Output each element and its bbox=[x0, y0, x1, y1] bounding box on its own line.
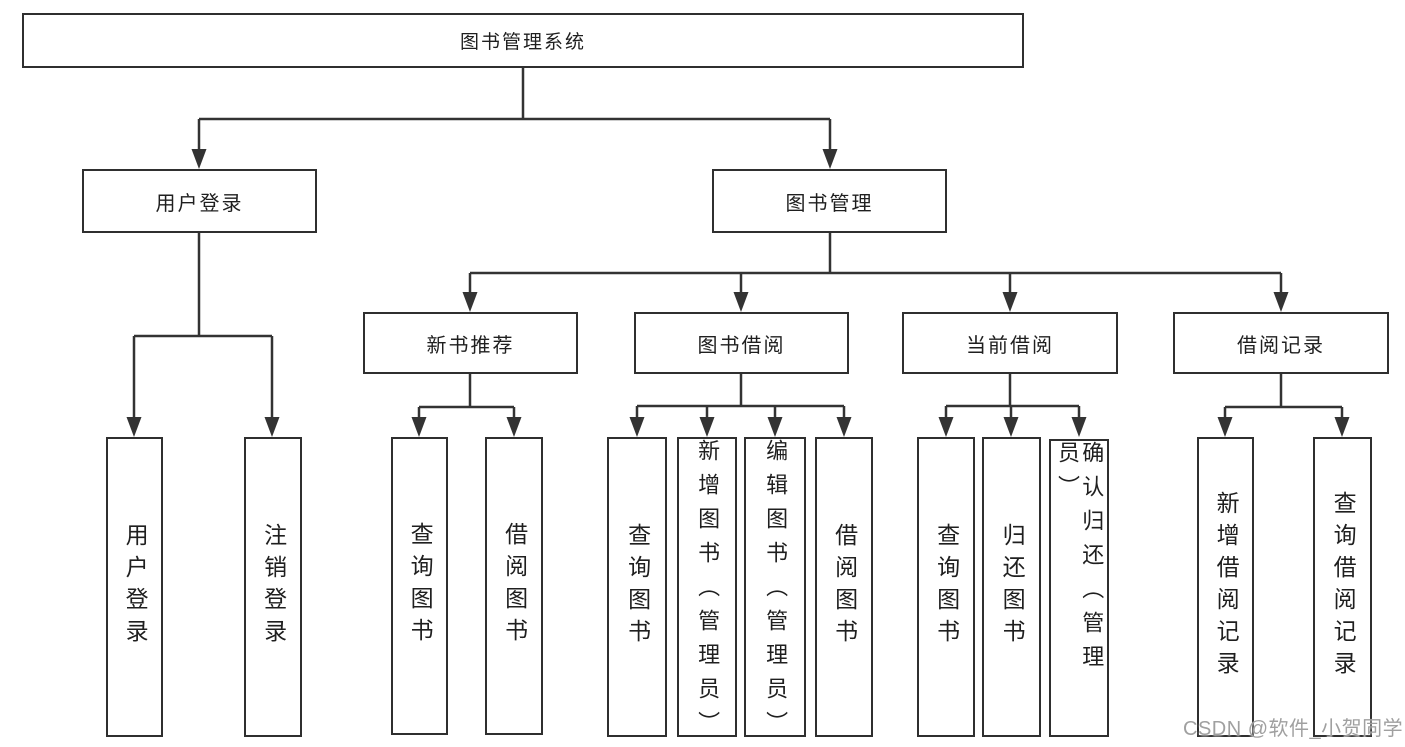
node-library-management-system: 图书管理系统 bbox=[22, 13, 1024, 68]
leaf-borrowing-borrow-books-label: 借阅图书 bbox=[831, 523, 858, 651]
leaf-records-query-borrow-record: 查询借阅记录 bbox=[1313, 437, 1372, 737]
leaf-newbook-query-books-label: 查询图书 bbox=[407, 522, 434, 650]
leaf-newbook-query-books: 查询图书 bbox=[391, 437, 448, 735]
leaf-borrowing-add-books-admin-label: 新增图书（管理员） bbox=[695, 439, 721, 745]
leaf-borrowing-query-books: 查询图书 bbox=[607, 437, 667, 737]
leaf-current-return-books: 归还图书 bbox=[982, 437, 1041, 737]
leaf-current-query-books-label: 查询图书 bbox=[933, 523, 960, 651]
leaf-logout-login-label: 注销登录 bbox=[260, 523, 287, 651]
node-book-management: 图书管理 bbox=[712, 169, 947, 233]
leaf-borrowing-edit-books-admin: 编辑图书（管理员） bbox=[744, 437, 806, 745]
node-book-borrowing: 图书借阅 bbox=[634, 312, 849, 374]
leaf-records-add-borrow-record-label: 新增借阅记录 bbox=[1213, 491, 1240, 683]
leaf-borrowing-query-books-label: 查询图书 bbox=[624, 523, 651, 651]
node-user-login: 用户登录 bbox=[82, 169, 317, 233]
leaf-current-confirm-return-admin-label: 确认归还（管理员） bbox=[1055, 441, 1105, 679]
leaf-user-login: 用户登录 bbox=[106, 437, 163, 737]
leaf-borrowing-add-books-admin: 新增图书（管理员） bbox=[677, 437, 737, 745]
leaf-borrowing-edit-books-admin-label: 编辑图书（管理员） bbox=[763, 439, 789, 745]
watermark: CSDN @软件_小贺同学 bbox=[1183, 718, 1404, 740]
node-borrowing-records: 借阅记录 bbox=[1173, 312, 1389, 374]
leaf-borrowing-borrow-books: 借阅图书 bbox=[815, 437, 873, 737]
node-current-borrowing: 当前借阅 bbox=[902, 312, 1118, 374]
node-new-book-recommend: 新书推荐 bbox=[363, 312, 578, 374]
leaf-current-query-books: 查询图书 bbox=[917, 437, 975, 737]
leaf-current-return-books-label: 归还图书 bbox=[999, 523, 1026, 651]
leaf-current-confirm-return-admin: 确认归还（管理员） bbox=[1049, 439, 1109, 737]
leaf-records-query-borrow-record-label: 查询借阅记录 bbox=[1330, 491, 1357, 683]
leaf-logout-login: 注销登录 bbox=[244, 437, 302, 737]
arrowhead-icons bbox=[126, 149, 1350, 437]
leaf-newbook-borrow-books-label: 借阅图书 bbox=[501, 522, 528, 650]
leaf-newbook-borrow-books: 借阅图书 bbox=[485, 437, 543, 735]
leaf-records-add-borrow-record: 新增借阅记录 bbox=[1197, 437, 1254, 737]
connector-lines bbox=[132, 68, 1344, 423]
leaf-user-login-label: 用户登录 bbox=[122, 523, 149, 651]
